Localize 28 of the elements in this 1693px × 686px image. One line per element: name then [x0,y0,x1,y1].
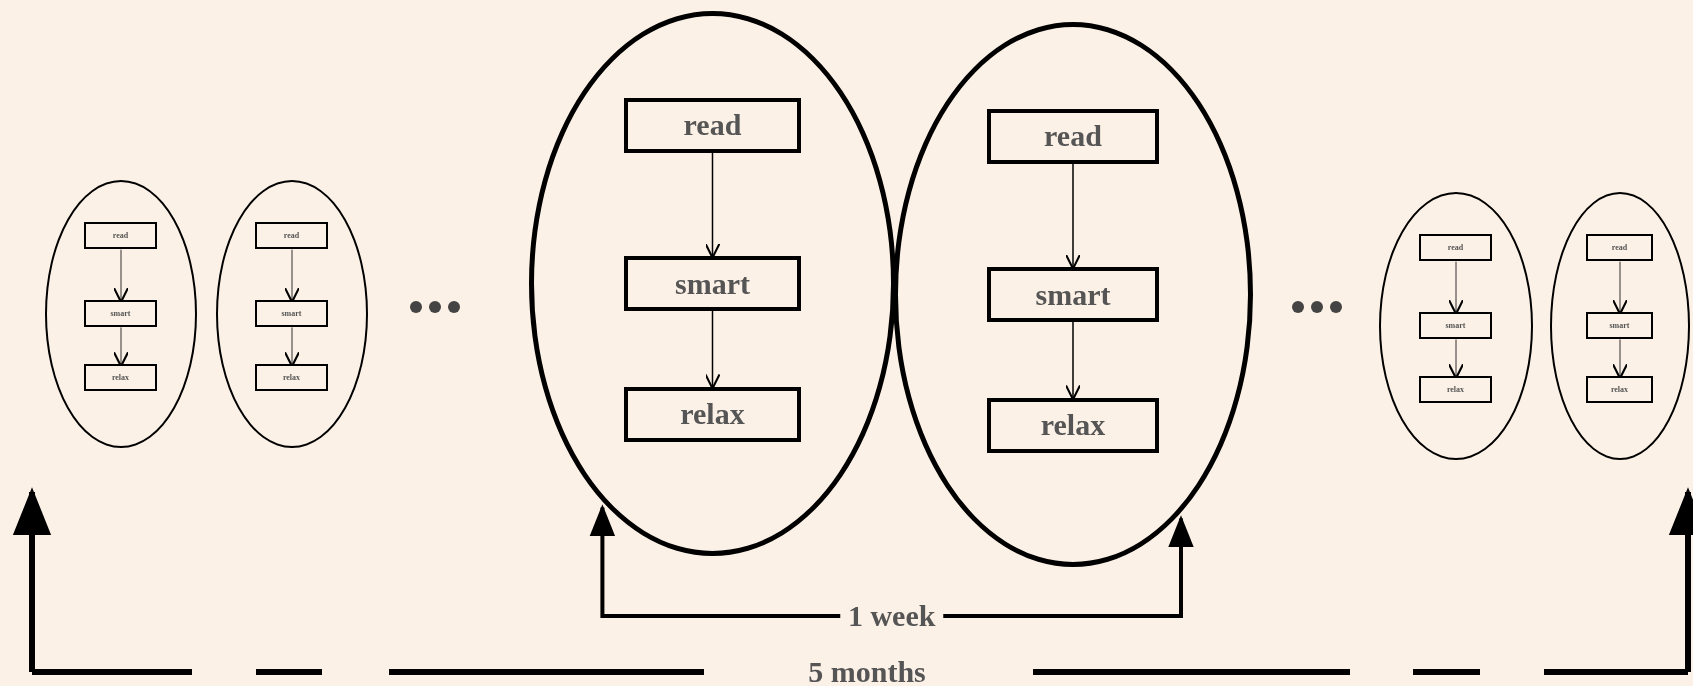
step-box: read [1418,234,1493,262]
step-box: smart [986,267,1160,322]
step-box: read [1585,234,1654,262]
step-box: relax [986,398,1160,453]
arrow [704,151,721,259]
group-oval [1379,192,1533,460]
step-box: smart [84,300,157,327]
step-box: read [255,222,328,250]
step-box: read [84,222,157,250]
step-box: relax [1418,376,1493,404]
step-box: relax [1585,376,1654,404]
step-box: smart [1585,312,1654,339]
arrow [704,310,721,390]
step-box: smart [255,300,328,327]
step-box: read [624,98,801,153]
step-box: smart [1418,312,1493,339]
step-box: relax [255,364,328,392]
group-oval [45,180,197,448]
group-oval [216,180,368,448]
step-box: relax [624,387,801,442]
step-box: read [986,109,1160,164]
arrow [1064,321,1082,401]
step-box: relax [84,364,157,392]
group-oval [529,11,896,556]
arrow [1064,162,1082,270]
step-box: smart [624,256,801,311]
group-oval [1550,192,1690,460]
group-oval [893,22,1253,567]
